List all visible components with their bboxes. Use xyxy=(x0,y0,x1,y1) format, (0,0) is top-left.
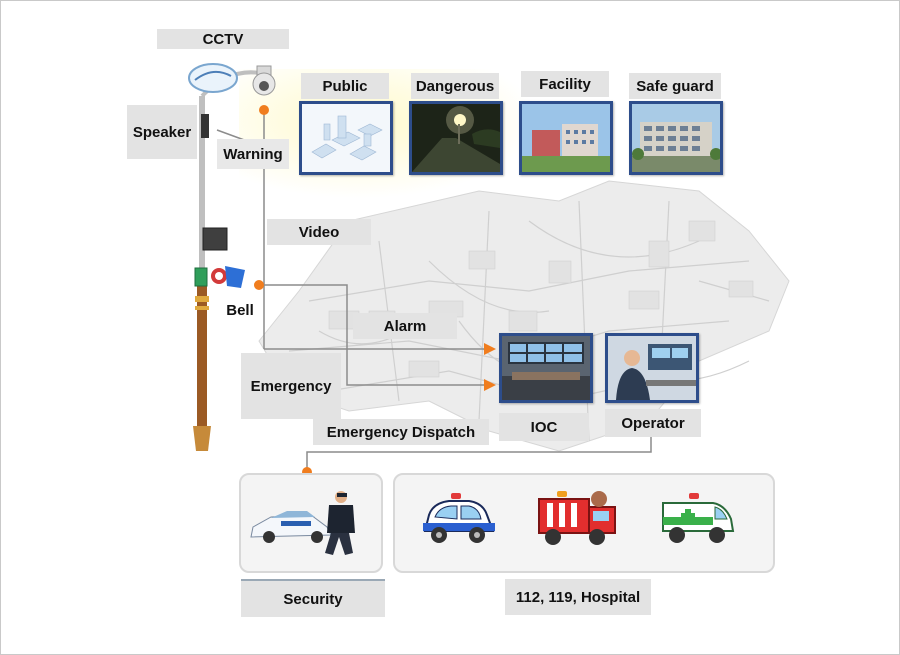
dangerous-label: Dangerous xyxy=(411,73,499,99)
camera-icon xyxy=(252,65,276,96)
safe-guard-scene-thumbnail xyxy=(629,101,723,175)
cctv-pole xyxy=(188,63,276,451)
logo-emblem xyxy=(188,63,238,93)
video-label: Video xyxy=(267,219,371,245)
cctv-label: CCTV xyxy=(157,29,289,49)
speaker-icon xyxy=(201,114,209,138)
security-panel xyxy=(239,473,383,573)
dangerous-scene-thumbnail xyxy=(409,101,503,175)
ioc-room-thumbnail xyxy=(499,333,593,403)
bell-label: Bell xyxy=(226,301,254,319)
warning-label: Warning xyxy=(217,139,289,169)
responders-label: 112, 119, Hospital xyxy=(505,579,651,615)
operator-thumbnail xyxy=(605,333,699,403)
alarm-line xyxy=(259,284,496,391)
operator-label: Operator xyxy=(605,409,701,437)
facility-label: Facility xyxy=(521,71,609,97)
dispatch-connector-dot xyxy=(302,467,312,477)
pole-shaft xyxy=(199,96,205,416)
fire-truck-icon xyxy=(538,491,616,545)
ambulance-icon xyxy=(662,493,735,543)
facility-scene-thumbnail xyxy=(519,101,613,175)
bell-icon xyxy=(194,266,245,288)
pole-base xyxy=(197,286,207,426)
public-scene-thumbnail xyxy=(299,101,393,175)
responders-panel xyxy=(393,473,775,573)
safe-guard-label: Safe guard xyxy=(629,73,721,99)
alarm-label: Alarm xyxy=(353,313,457,339)
emergency-dispatch-label: Emergency Dispatch xyxy=(313,419,489,445)
control-box xyxy=(202,227,228,251)
emergency-label: Emergency xyxy=(241,353,341,419)
public-label: Public xyxy=(301,73,389,99)
security-guard-icon xyxy=(250,491,355,555)
bell-connector-dot xyxy=(254,280,264,290)
ioc-label: IOC xyxy=(499,413,589,441)
speaker-label: Speaker xyxy=(127,105,197,159)
camera-connector-dot xyxy=(259,105,269,115)
security-label: Security xyxy=(241,579,385,617)
police-car-icon xyxy=(423,493,495,543)
